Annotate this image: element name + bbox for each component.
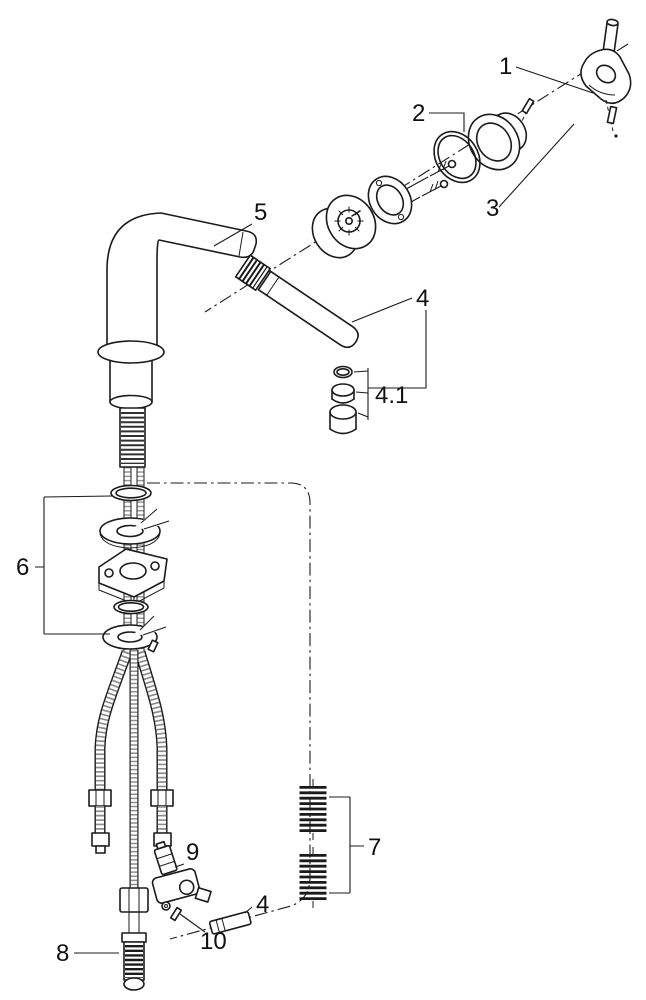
callout-2: 2 [412, 100, 465, 132]
callout-9-leader [174, 863, 185, 868]
spout-outline [106, 212, 258, 353]
callout-1-label: 1 [499, 53, 512, 80]
supply-hose-right [134, 650, 174, 854]
escutcheon-cap [467, 112, 528, 171]
seal-ring [331, 383, 355, 404]
centerlines [147, 43, 629, 940]
spray-head-seals [329, 365, 357, 435]
callout-2-leader [429, 112, 465, 132]
supply-connector [121, 932, 147, 991]
seal-o-ring [333, 365, 353, 379]
callout-6-label: 6 [16, 554, 29, 581]
callout-4-top-label: 4 [416, 285, 429, 312]
callout-7-label: 7 [368, 834, 381, 861]
body-lower-sides [109, 360, 153, 403]
lever-body [580, 48, 632, 105]
callout-1: 1 [499, 53, 594, 94]
callout-10-leader [179, 913, 206, 933]
callout-7: 7 [329, 796, 381, 894]
callout-9-label: 9 [186, 839, 199, 866]
callout-1-leader [515, 66, 594, 94]
spline-teeth [334, 206, 364, 236]
callout-10: 10 [179, 913, 227, 955]
hose-routing-line [147, 482, 311, 940]
callout-3: 3 [486, 123, 575, 222]
pullout-hose [119, 650, 149, 991]
callout-4-1-label: 4.1 [375, 382, 408, 409]
spout-end-cap-line [238, 231, 244, 257]
cap-screw [515, 97, 535, 134]
hose-hex-nut [119, 887, 149, 913]
supply-hose-left [88, 650, 133, 854]
hose-adapter [208, 911, 252, 935]
callout-3-leader [498, 123, 575, 208]
cartridge [311, 194, 377, 259]
handle-set-screw [605, 99, 618, 138]
exploded-axis-line [204, 43, 629, 313]
callout-4-bottom-label: 4 [256, 891, 269, 918]
pullout-spray-head [234, 254, 359, 349]
body-lower-cap [109, 394, 153, 410]
callout-4-bracket [368, 310, 427, 389]
hose-nut [150, 789, 174, 807]
spray-wand [257, 270, 359, 349]
mounting-hardware-set [98, 484, 174, 653]
elbow-fitting [151, 868, 212, 904]
hose-nut [88, 789, 112, 807]
callout-4-bottom: 4 [244, 891, 269, 918]
threaded-shank [119, 407, 146, 468]
callout-4-top: 4 [351, 285, 429, 389]
callout-2-label: 2 [412, 100, 425, 127]
spout-body [97, 212, 258, 410]
stabilizer-shim [99, 506, 174, 549]
callout-6: 6 [16, 495, 113, 635]
seal-bushing [329, 404, 357, 435]
callout-6-bracket [35, 495, 113, 635]
lever-pin [602, 22, 619, 54]
callout-4-top-leader [351, 297, 413, 323]
callout-3-label: 3 [486, 195, 499, 222]
callout-4-bottom-leader [244, 906, 253, 914]
callout-5-leader [213, 223, 253, 247]
callout-9: 9 [174, 839, 199, 868]
o-ring-bottom [113, 599, 149, 615]
handle-lever [580, 18, 632, 105]
mounting-clamp [102, 614, 171, 653]
mounting-plate [98, 548, 168, 605]
callout-10-label: 10 [200, 928, 227, 955]
callout-4-1-bracket [353, 368, 369, 420]
callout-8-label: 8 [56, 940, 69, 967]
cartridge-flange [367, 175, 413, 225]
hose-end-fitting [91, 832, 110, 847]
check-valve [153, 840, 178, 876]
callout-8: 8 [56, 940, 119, 967]
callout-4-1: 4.1 [353, 368, 408, 420]
screw-coupling-parts [161, 901, 183, 922]
callout-7-bracket [329, 796, 364, 894]
o-ring-top [110, 484, 152, 502]
base-collar [97, 340, 165, 364]
callouts: 1 2 3 5 4 4.1 6 7 [16, 53, 594, 967]
callout-5-label: 5 [254, 199, 267, 226]
callout-5: 5 [213, 199, 267, 247]
